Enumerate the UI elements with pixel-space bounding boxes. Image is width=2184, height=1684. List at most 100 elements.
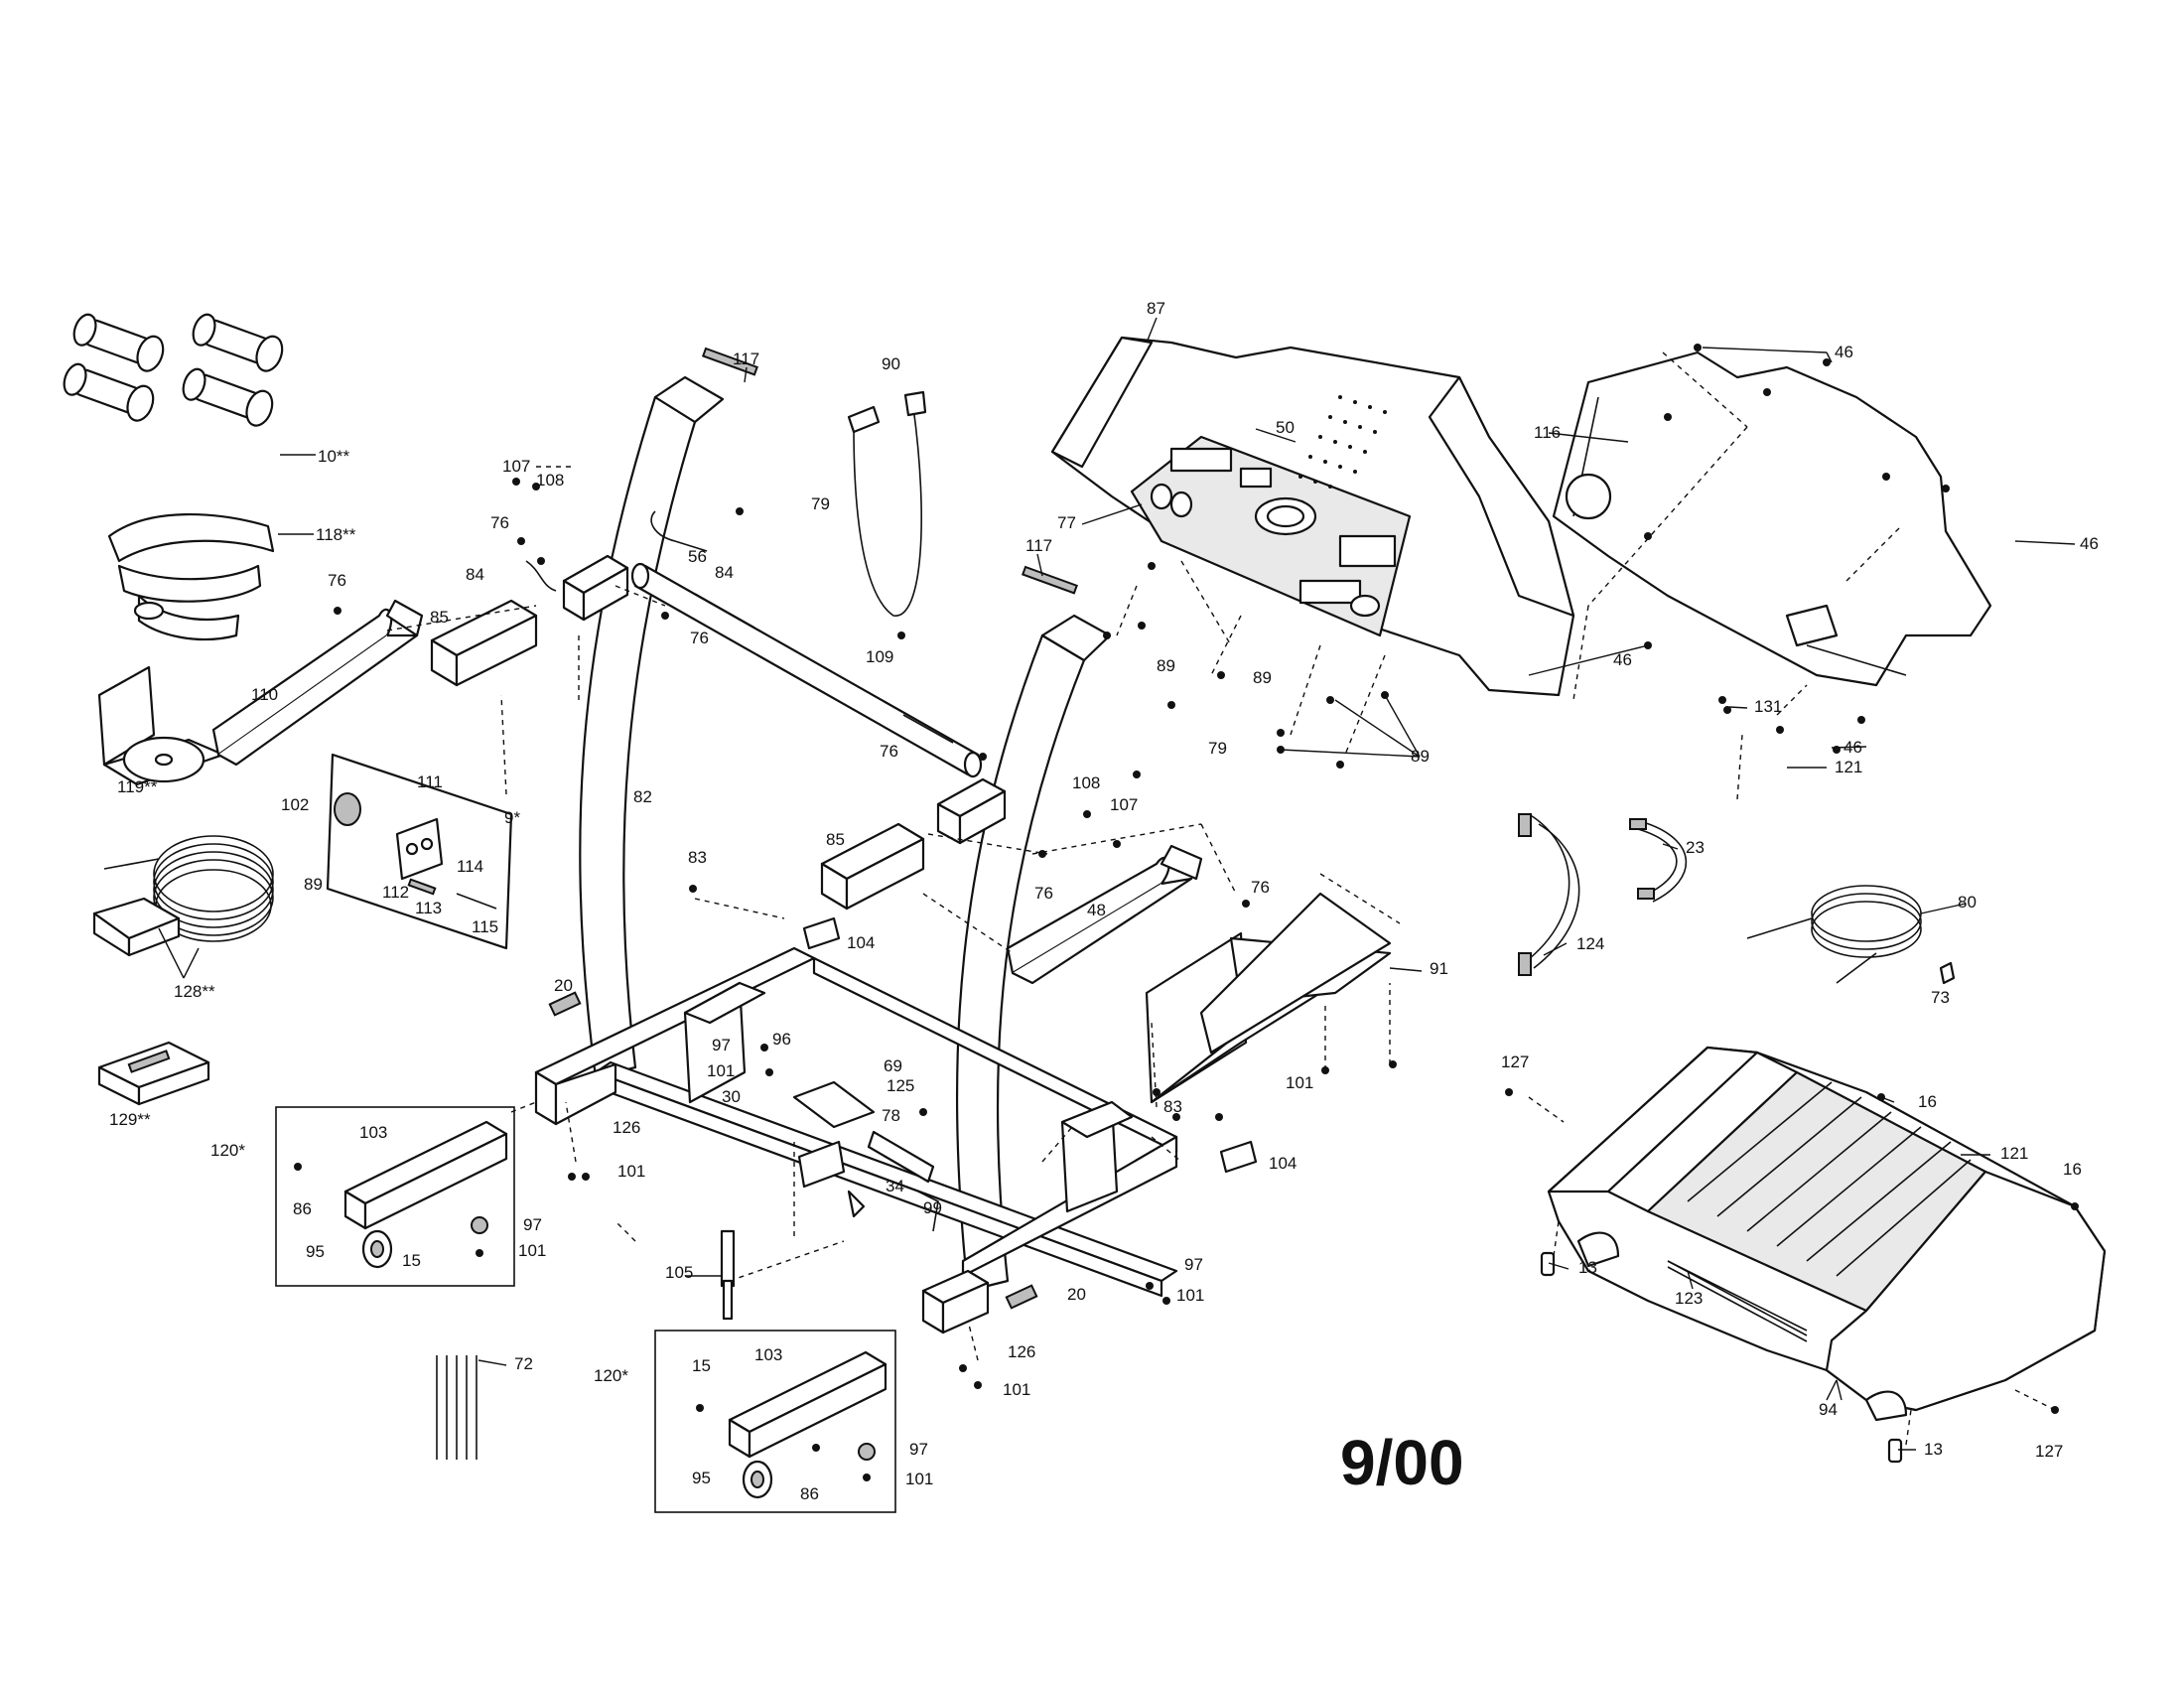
callout-87: 87: [1147, 299, 1165, 318]
callout-128: 128**: [174, 982, 215, 1001]
callout-112: 112: [382, 883, 409, 902]
callout-113: 113: [415, 899, 442, 917]
wire-coil-128: [92, 835, 274, 979]
tube-85-left: [430, 599, 538, 687]
callout-15b: 15: [692, 1356, 711, 1375]
callout-84a: 84: [466, 565, 484, 584]
callout-101c: 101: [617, 1162, 645, 1181]
callout-104b: 104: [1269, 1154, 1297, 1173]
callout-83b: 83: [1163, 1097, 1182, 1116]
callout-82: 82: [633, 787, 652, 806]
callout-108b: 108: [1072, 773, 1100, 792]
callout-34: 34: [886, 1177, 904, 1195]
console-base-116: [1552, 351, 1992, 687]
callout-101d: 101: [518, 1241, 546, 1260]
callout-127b: 127: [2035, 1442, 2063, 1461]
callout-116: 116: [1534, 423, 1561, 442]
callout-20b: 20: [1067, 1285, 1086, 1304]
callout-9: 9*: [504, 808, 520, 827]
callout-48: 48: [1087, 901, 1106, 919]
callout-111: 111: [417, 772, 443, 791]
callout-96: 96: [772, 1030, 791, 1049]
callout-103b: 103: [754, 1345, 782, 1364]
upright-sockets: [562, 554, 1007, 845]
feet-20: [548, 991, 1038, 1310]
callout-85b: 85: [826, 830, 845, 849]
shock-105: [720, 1229, 736, 1321]
callout-101b: 101: [1286, 1073, 1313, 1092]
callout-89a: 89: [1157, 656, 1175, 675]
tube-85-right: [820, 822, 925, 911]
callout-76d: 76: [880, 742, 898, 761]
clips-13: [1540, 1251, 1903, 1464]
callout-10: 10**: [318, 447, 350, 466]
cd-case-119: [97, 665, 225, 786]
callout-97d: 97: [909, 1440, 928, 1459]
weights-10: [63, 313, 316, 456]
strap-124: [1518, 813, 1580, 976]
callout-101e: 101: [1176, 1286, 1204, 1305]
callout-78: 78: [882, 1106, 900, 1125]
leader-lines: [478, 347, 2076, 1451]
callout-95b: 95: [692, 1469, 711, 1487]
callout-91: 91: [1430, 959, 1448, 978]
callout-110: 110: [251, 685, 278, 704]
callout-118: 118**: [316, 525, 356, 544]
callout-86b: 86: [800, 1484, 819, 1503]
left-upright-82: [578, 375, 725, 1079]
callout-72: 72: [514, 1354, 533, 1373]
callout-90: 90: [882, 354, 900, 373]
callout-94: 94: [1819, 1400, 1838, 1419]
callout-23: 23: [1686, 838, 1705, 857]
assembly-lines: [386, 351, 2056, 1446]
callout-107b: 107: [1110, 795, 1138, 814]
date-code: 9/00: [1340, 1427, 1464, 1498]
callout-85a: 85: [430, 608, 449, 627]
trim-123: [1667, 1260, 1808, 1342]
callout-101g: 101: [905, 1470, 933, 1488]
callout-77: 77: [1057, 513, 1076, 532]
pulse-sensor-plate-9: [326, 753, 513, 950]
wheel-assembly-120-left: [275, 1106, 515, 1287]
callout-121a: 121: [1835, 758, 1862, 776]
callout-107a: 107: [502, 457, 530, 476]
callout-46b: 46: [2080, 534, 2099, 553]
callout-123: 123: [1675, 1289, 1703, 1308]
callout-73: 73: [1931, 988, 1950, 1007]
callout-105: 105: [665, 1263, 693, 1282]
wheel-assembly-120-right: [654, 1330, 896, 1513]
chest-strap-118: [107, 513, 314, 641]
callout-83a: 83: [688, 848, 707, 867]
callout-108a: 108: [536, 471, 564, 490]
callout-69: 69: [884, 1056, 902, 1075]
callout-125: 125: [887, 1076, 914, 1095]
callout-104a: 104: [847, 933, 875, 952]
callout-109: 109: [866, 647, 893, 666]
callout-46a: 46: [1835, 343, 1853, 361]
pulse-wire-90: [847, 390, 927, 617]
callout-79b: 79: [1208, 739, 1227, 758]
callout-13a: 13: [1578, 1258, 1597, 1277]
fasteners: [294, 344, 2079, 1481]
callout-79a: 79: [811, 494, 830, 513]
callout-76b: 76: [328, 571, 346, 590]
callout-76a: 76: [490, 513, 509, 532]
callout-117b: 117: [1025, 536, 1052, 555]
crossbar-109: [630, 562, 983, 778]
console-87: [1050, 317, 1575, 697]
rubber-feet-104: [802, 916, 1258, 1174]
callout-103a: 103: [359, 1123, 387, 1142]
video-cassette-129: [97, 1041, 210, 1106]
callout-84b: 84: [715, 563, 734, 582]
callout-80: 80: [1958, 893, 1977, 912]
handrail-110: [211, 599, 424, 767]
callout-15a: 15: [402, 1251, 421, 1270]
callout-97a: 97: [712, 1036, 731, 1054]
callout-124: 124: [1576, 934, 1604, 953]
motor-hood-tray-91: [1145, 873, 1401, 1104]
callout-13b: 13: [1924, 1440, 1943, 1459]
callout-101f: 101: [1003, 1380, 1030, 1399]
callout-120b: 120*: [594, 1366, 628, 1385]
callout-20a: 20: [554, 976, 573, 995]
callout-30: 30: [722, 1087, 741, 1106]
